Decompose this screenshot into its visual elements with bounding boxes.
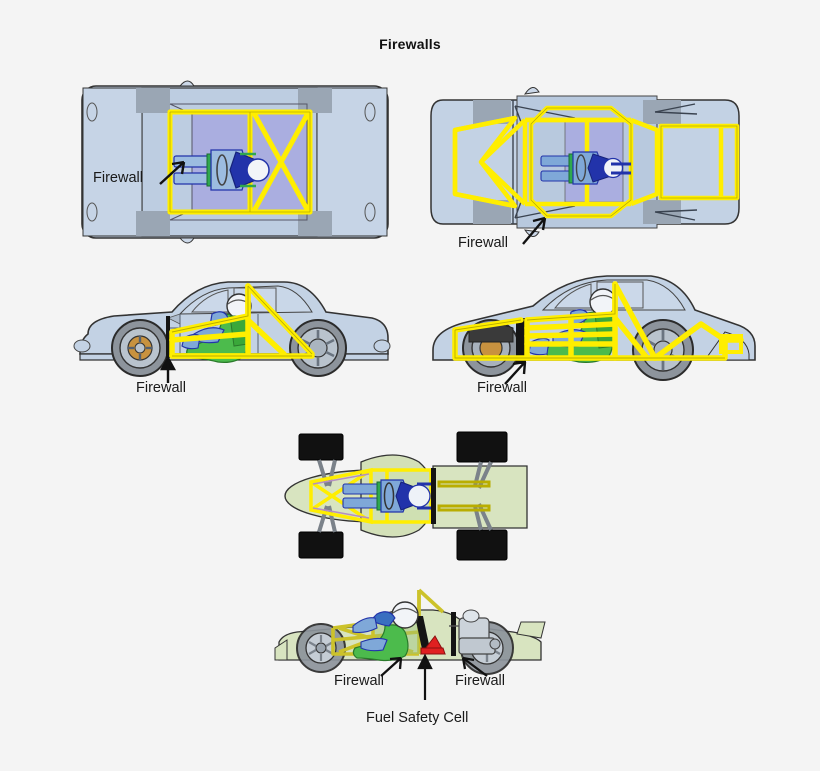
formula-top-driver [342, 479, 431, 513]
sedan-top-roll-cage [167, 109, 313, 215]
formula-side-driver [352, 601, 419, 662]
arrow-firewall-sports-top [522, 216, 547, 245]
figure-sedan-top-view: Firewall [70, 72, 400, 252]
arrow-fuel-safety-cell [417, 654, 433, 700]
label-firewall-sedan-top: Firewall [93, 170, 143, 186]
arrow-firewall-formula-front [380, 656, 403, 677]
formula-side-leader-lines [380, 654, 488, 700]
sedan-side-roll-cage [169, 283, 315, 359]
sedan-side-wheels [111, 319, 347, 377]
sedan-top-wheels [136, 88, 332, 236]
page-title: Firewalls [379, 36, 441, 52]
formula-side-fuel-cell-base [420, 647, 446, 655]
figure-formula-top-view [283, 424, 538, 569]
sedan-top-mirrors [86, 80, 376, 244]
label-firewall-sports-top: Firewall [458, 235, 508, 251]
sedan-top-driver [173, 149, 270, 191]
label-firewall-sedan-side: Firewall [136, 380, 186, 396]
label-firewall-formula-front: Firewall [334, 673, 384, 689]
arrow-firewall-sedan-top [159, 160, 186, 185]
arrow-firewall-sedan-side [159, 356, 177, 383]
formula-side-firewall-rear [451, 612, 456, 656]
sedan-side-firewall-panel [166, 316, 170, 358]
formula-side-engine [449, 609, 501, 655]
formula-side-firewall-front [415, 616, 431, 654]
label-fuel-safety-cell: Fuel Safety Cell [366, 710, 469, 726]
figure-formula-side-view: Firewall Firewall Fuel Safety Cell [273, 582, 548, 726]
sports-top-driver [540, 151, 631, 185]
figure-sports-side-view: Firewall [425, 272, 765, 396]
sports-side-roll-cage [452, 281, 744, 361]
formula-top-tires [298, 431, 508, 561]
arrow-firewall-sports-side [504, 360, 527, 385]
arrow-firewall-formula-rear [461, 656, 488, 677]
figure-sedan-side-view: Firewall [72, 272, 402, 396]
label-firewall-formula-rear: Firewall [455, 673, 505, 689]
sports-side-firewall-panel [516, 318, 526, 364]
figure-sports-top-view: Firewall [425, 72, 765, 252]
label-firewall-sports-side: Firewall [477, 380, 527, 396]
